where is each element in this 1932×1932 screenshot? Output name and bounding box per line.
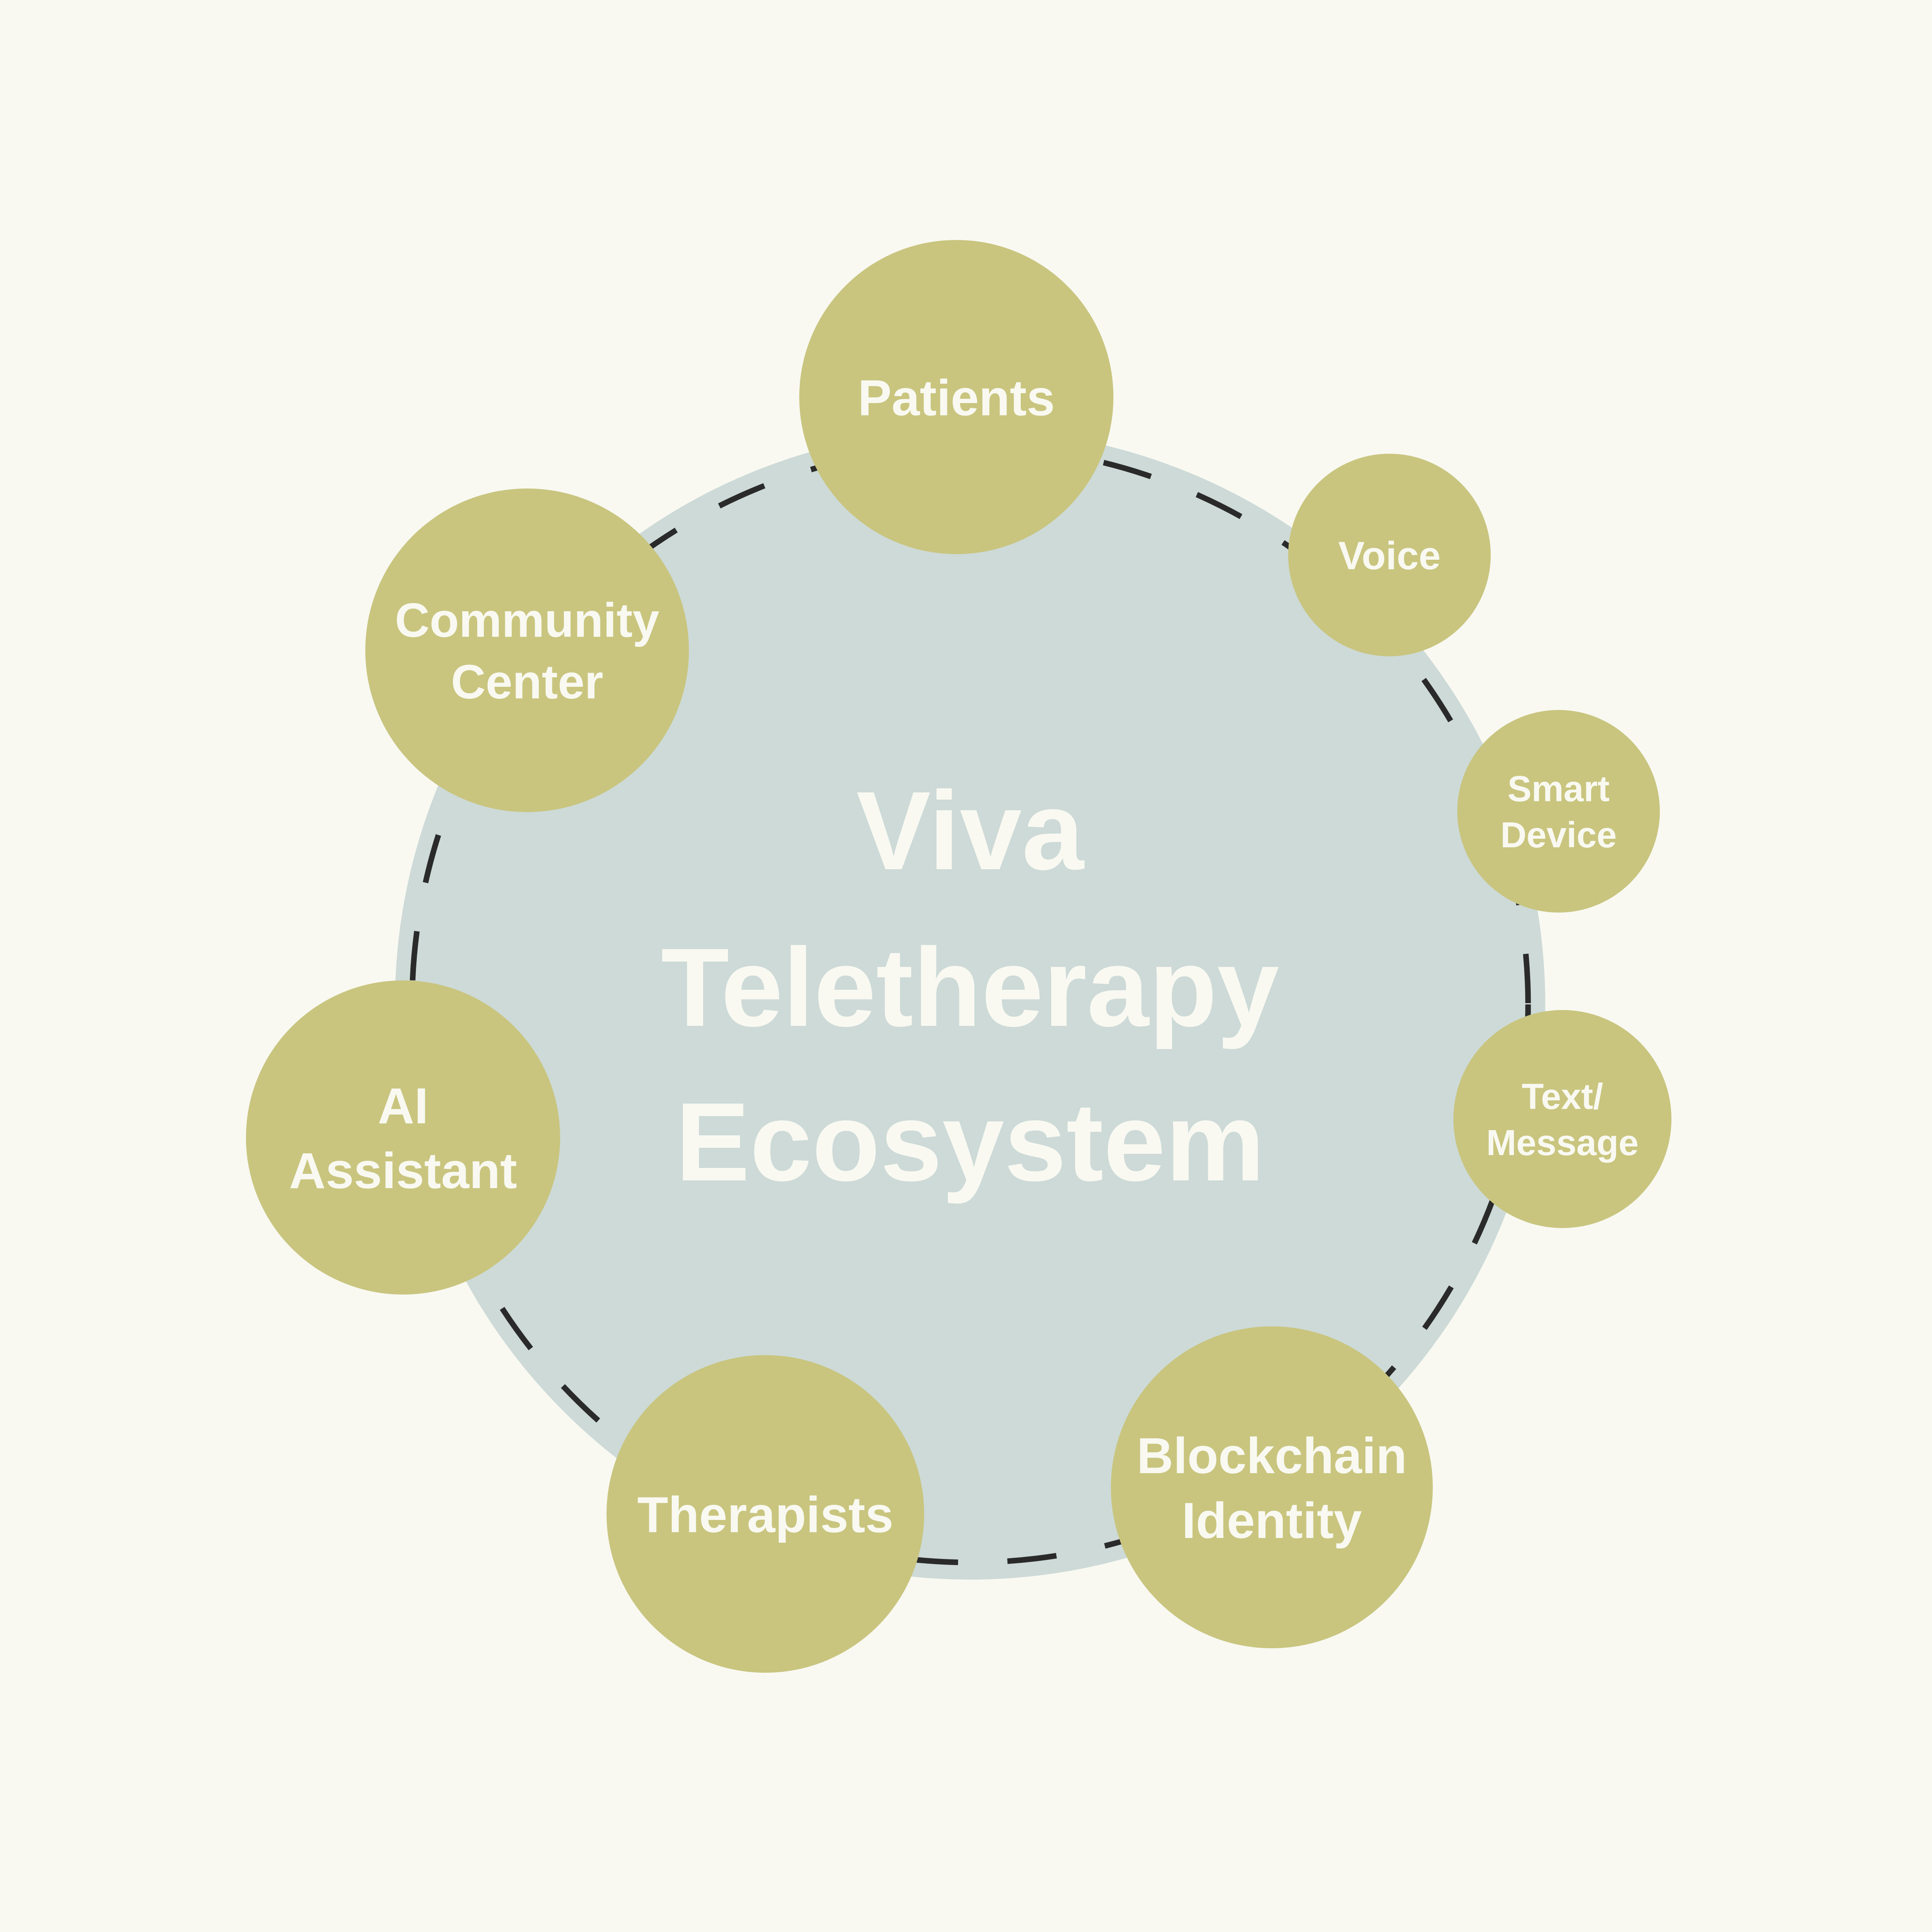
node-label-text-message-line-1: Text/ <box>1522 1076 1603 1116</box>
node-label-ai-assistant-line-1: AI <box>378 1078 428 1134</box>
node-circle-text-message <box>1453 1010 1671 1228</box>
node-label-smart-device-line-1: Smart <box>1507 768 1610 809</box>
node-therapists: Therapists <box>607 1355 924 1673</box>
node-label-text-message-line-2: Message <box>1486 1122 1639 1163</box>
node-label-blockchain-identity-line-1: Blockchain <box>1137 1428 1407 1484</box>
node-circle-smart-device <box>1457 710 1660 913</box>
node-label-community-center-line-1: Community <box>395 594 659 647</box>
node-label-blockchain-identity-line-2: Identity <box>1182 1492 1362 1549</box>
node-label-therapists-line-1: Therapists <box>637 1486 894 1543</box>
node-patients: Patients <box>799 240 1113 554</box>
hub-circle <box>395 429 1545 1580</box>
node-circle-patients <box>799 240 1113 554</box>
node-circle-ai-assistant <box>246 980 560 1295</box>
node-circle-therapists <box>607 1355 924 1673</box>
node-circle-community-center <box>365 488 689 812</box>
node-label-ai-assistant-line-2: Assistant <box>289 1143 517 1199</box>
node-label-patients-line-1: Patients <box>858 370 1055 426</box>
title-line-2: Teletherapy <box>661 925 1280 1050</box>
node-label-smart-device-line-2: Device <box>1501 815 1617 855</box>
title-line-3: Ecosystem <box>676 1080 1265 1205</box>
node-ai-assistant: AI Assistant <box>246 980 560 1295</box>
node-text-message: Text/Message <box>1453 1010 1671 1228</box>
node-label-voice-line-1: Voice <box>1338 534 1441 578</box>
node-label-community-center-line-2: Center <box>451 655 604 709</box>
satellite-nodes: PatientsVoiceSmartDeviceText/MessageBloc… <box>246 240 1671 1673</box>
node-voice: Voice <box>1288 454 1491 656</box>
node-circle-blockchain-identity <box>1111 1326 1433 1648</box>
ecosystem-title: Viva Teletherapy Ecosystem <box>661 769 1280 1205</box>
dashed-orbit-ring <box>409 443 1531 1565</box>
node-circle-voice <box>1288 454 1491 656</box>
title-line-1: Viva <box>856 769 1085 893</box>
